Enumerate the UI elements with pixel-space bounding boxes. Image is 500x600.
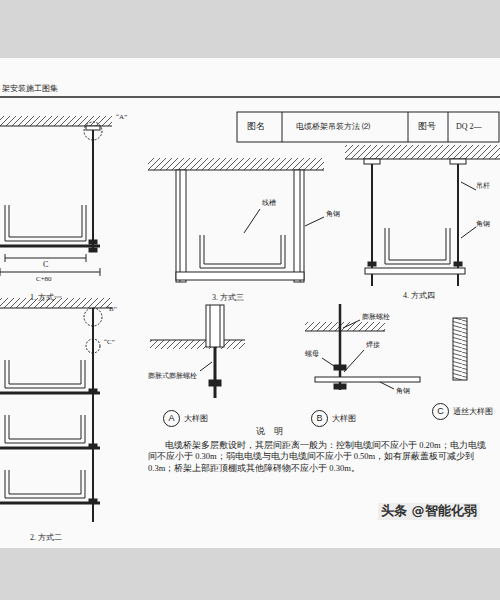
callout-letter: C — [432, 403, 449, 420]
part-label: 角钢 — [476, 220, 490, 228]
detail-heading: 大样图 — [332, 413, 356, 424]
callout-letter: A — [163, 410, 180, 427]
dimension: C+80 — [36, 275, 52, 283]
part-label: 膨胀式膨胀螺栓 — [148, 372, 197, 380]
figure-caption: 3. 方式三 — [212, 293, 244, 302]
watermark: 头条 @智能化弱 — [378, 503, 480, 520]
part-label: 角钢 — [396, 387, 410, 395]
callout-label: “B” — [106, 305, 117, 313]
detail-callout: A 大样图 — [163, 410, 208, 427]
note-text: 电缆桥架多层敷设时，其层间距离一般为：控制电缆间不应小于 0.20m；电力电缆间… — [148, 440, 493, 474]
drawing-number: DQ 2— — [456, 122, 482, 131]
detail-heading: 通丝大样图 — [453, 406, 493, 417]
detail-callout: B 大样图 — [311, 410, 356, 427]
part-label: 角钢 — [326, 210, 340, 218]
header-text: 架安装施工图集 — [2, 84, 58, 93]
callout-letter: B — [311, 410, 328, 427]
figure-caption: 2. 方式二 — [30, 533, 62, 542]
part-label: 吊杆 — [476, 182, 490, 190]
callout-label: “A” — [116, 113, 127, 121]
title-cell: 图号 — [418, 121, 436, 131]
part-label: 线槽 — [262, 199, 276, 207]
callout-label: “C” — [104, 338, 115, 346]
dimension: C — [43, 260, 48, 269]
detail-heading: 大样图 — [184, 413, 208, 424]
part-label: 膨胀螺栓 — [362, 313, 390, 321]
note-heading: 说 明 — [256, 426, 283, 436]
figure-caption: 4. 方式四 — [403, 291, 435, 300]
title-cell: 图名 — [247, 121, 265, 131]
figure-caption: 1. 方式一 — [30, 293, 62, 302]
detail-callout: C 通丝大样图 — [432, 403, 493, 420]
drawing-title: 电缆桥架吊装方法 ⑵ — [296, 122, 370, 131]
part-label: 焊接 — [366, 341, 380, 349]
part-label: 螺母 — [305, 350, 319, 358]
